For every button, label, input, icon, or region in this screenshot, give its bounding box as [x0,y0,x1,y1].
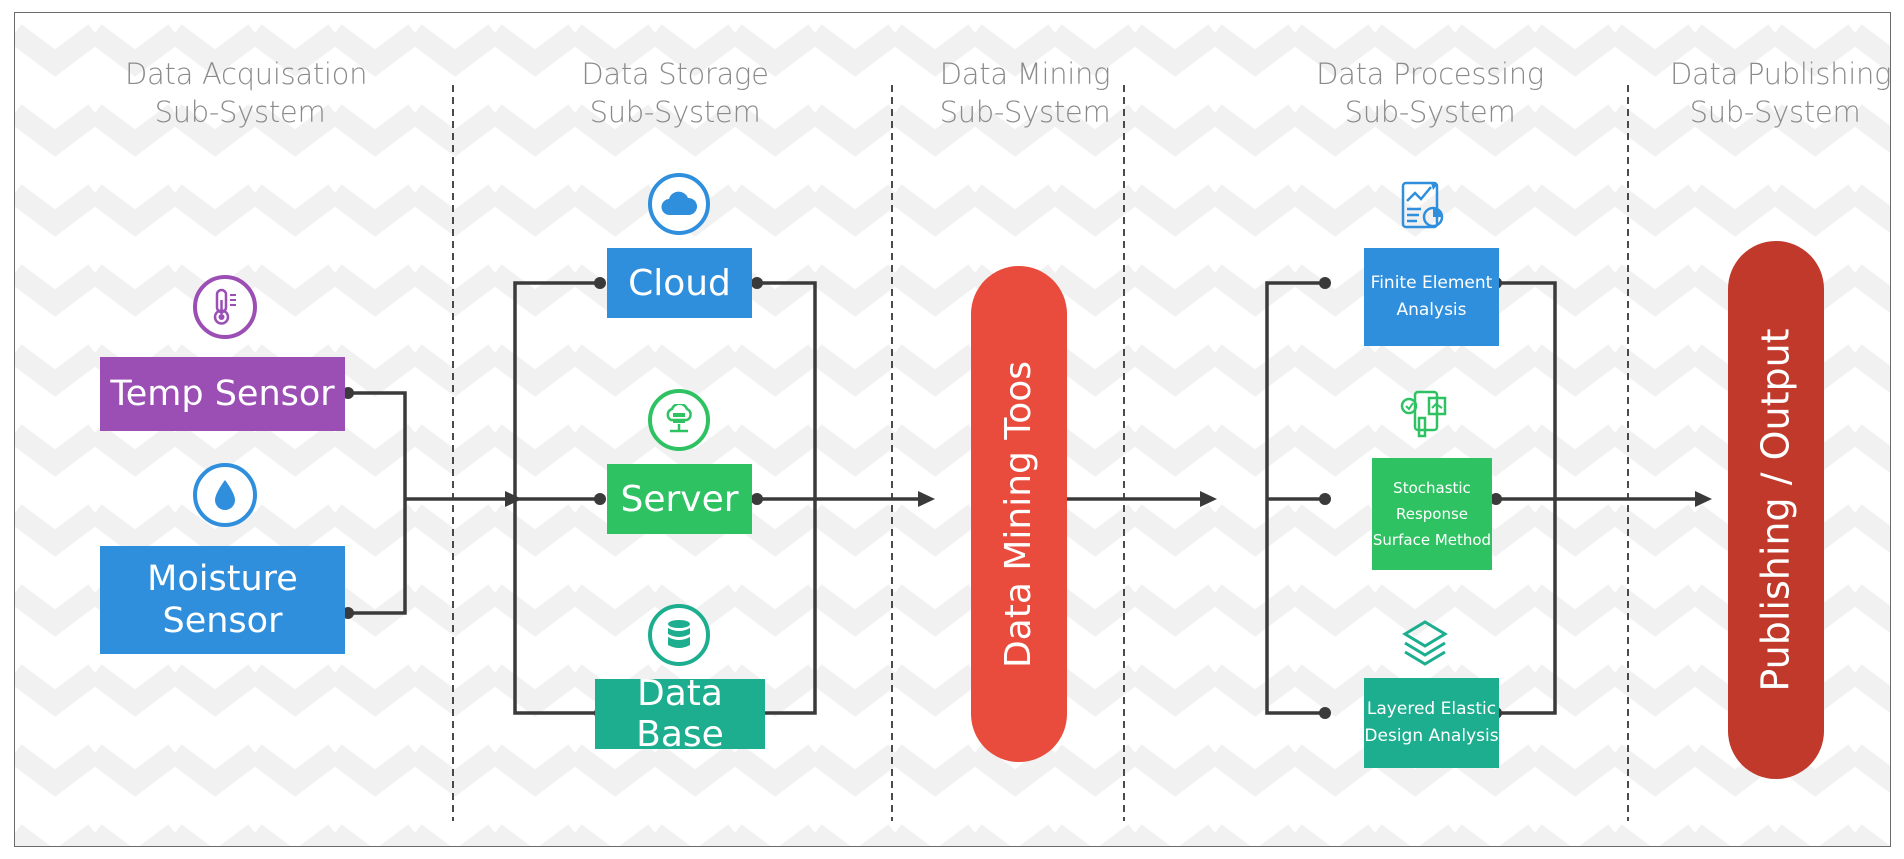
dot-srsm-out [1490,493,1502,505]
header-mining-line2: Sub-System [939,95,1111,129]
leda-label-line2: Design Analysis [1364,726,1499,746]
cloud-icon [648,173,710,235]
header-storage-line2: Sub-System [589,95,761,129]
diagram-frame: Data Acquisation Sub-System Data Storage… [14,12,1891,847]
header-processing-line2: Sub-System [1344,95,1516,129]
report-chart-icon [1401,181,1444,229]
dot-leda-in [1319,707,1331,719]
moisture-sensor-label-line2: Sensor [162,601,283,641]
dot-cloud-out [751,277,763,289]
temp-connector [348,391,407,615]
dot-srsm-in [1319,493,1331,505]
publishing-output-label: Publishing / Output [1754,328,1799,692]
fea-box: Finite Element Analysis [1364,248,1499,346]
connector-lines [342,85,1712,821]
arrowhead-2 [918,491,935,507]
arrowhead-1 [505,491,522,507]
server-icon [648,389,710,451]
layers-icon [1402,620,1448,666]
server-box: Server [607,464,752,534]
header-publishing: Data Publishing Sub-System [1670,55,1891,131]
fea-label-line1: Finite Element [1370,273,1493,293]
water-drop-icon [193,463,257,527]
arrowhead-3 [1200,491,1217,507]
data-mining-tools-label: Data Mining Toos [998,360,1040,668]
header-acquisition: Data Acquisation Sub-System [125,55,368,131]
header-processing-line1: Data Processing [1316,57,1544,91]
database-box: Data Base [595,673,765,755]
header-publishing-line2: Sub-System [1689,95,1861,129]
dot-temp [342,387,354,399]
dot-server-out [751,493,763,505]
header-acquisition-line2: Sub-System [154,95,326,129]
cloud-box: Cloud [607,248,752,318]
cloud-label: Cloud [628,262,731,304]
leda-label-line1: Layered Elastic [1366,699,1497,719]
header-mining: Data Mining Sub-System [930,55,1120,131]
thermometer-icon [193,275,257,339]
database-icon [648,604,710,666]
srsm-label-line2: Response [1395,505,1469,523]
data-mining-tools-pill: Data Mining Toos [971,266,1067,762]
moisture-sensor-box: Moisture Sensor [100,546,345,654]
dot-cloud-in [594,277,606,289]
arrowhead-4 [1695,491,1712,507]
publishing-output-pill: Publishing / Output [1728,241,1824,779]
dot-server-in [594,493,606,505]
temp-sensor-label: Temp Sensor [110,374,335,414]
database-label: Data Base [636,673,724,755]
phone-analytics-icon [1400,390,1447,438]
header-storage: Data Storage Sub-System [560,55,790,131]
dot-fea-in [1319,277,1331,289]
leda-box: Layered Elastic Design Analysis [1364,678,1499,768]
header-processing: Data Processing Sub-System [1305,55,1555,131]
header-acquisition-line1: Data Acquisation [125,57,368,91]
srsm-label-line3: Surface Method [1372,531,1492,549]
temp-sensor-box: Temp Sensor [100,357,345,431]
srsm-box: Stochastic Response Surface Method [1372,458,1492,570]
srsm-label-line1: Stochastic [1393,479,1471,497]
header-mining-line1: Data Mining [939,57,1111,91]
header-publishing-line1: Data Publishing [1670,57,1891,91]
moisture-sensor-label-line1: Moisture [147,559,298,599]
fea-label-line2: Analysis [1396,300,1467,320]
server-label: Server [620,478,739,520]
header-storage-line1: Data Storage [581,57,769,91]
dot-moisture [342,607,354,619]
